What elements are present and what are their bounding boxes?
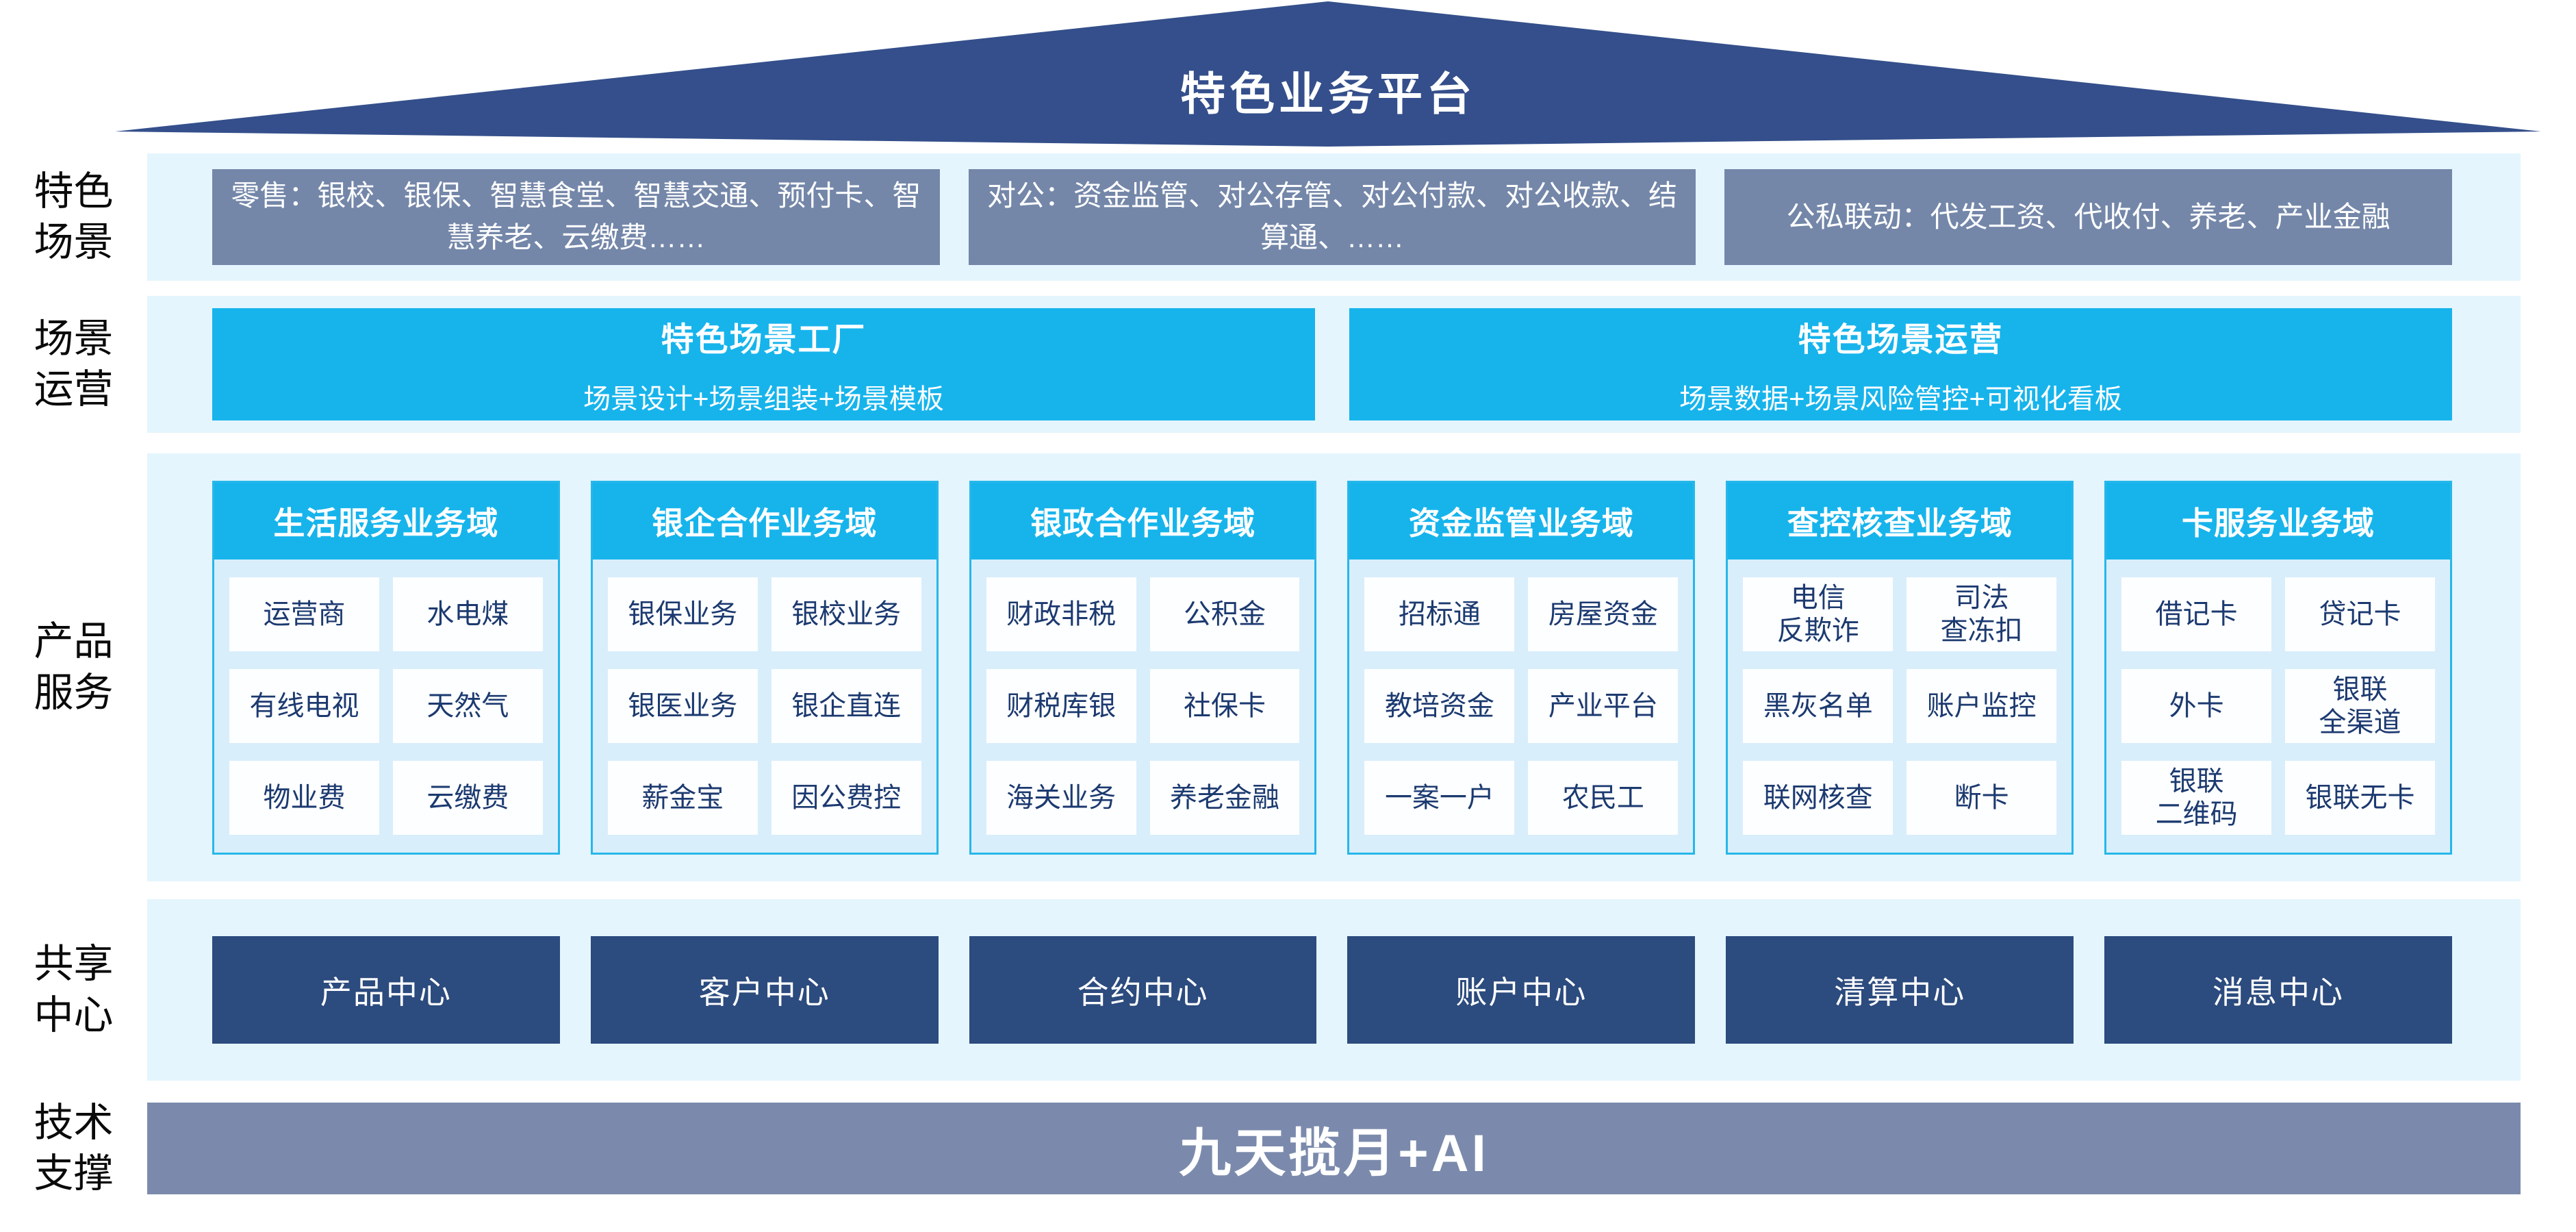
product-cell: 物业费: [229, 760, 379, 835]
product-cell: 海关业务: [986, 760, 1136, 835]
product-cell: 有线电视: [229, 668, 379, 743]
row-label-scenes: 特色场景: [0, 153, 147, 281]
product-cell: 银企直连: [771, 668, 921, 743]
row-shared: 共享中心 产品中心 客户中心 合约中心 账户中心 清算中心 消息中心: [0, 899, 2576, 1081]
product-cell: 银保业务: [607, 577, 758, 651]
center-box-clearing: 清算中心: [1726, 936, 2074, 1044]
operation-box-subtitle: 场景数据+场景风险管控+可视化看板: [1679, 384, 2122, 414]
domain-column-life-services: 生活服务业务域 运营商 水电煤 有线电视 天然气 物业费 云缴费: [212, 480, 560, 855]
product-cell: 银联 全渠道: [2285, 668, 2435, 743]
product-cell: 招标通: [1364, 577, 1515, 651]
row-scenes: 特色场景 零售：银校、银保、智慧食堂、智慧交通、预付卡、智慧养老、云缴费…… 对…: [0, 153, 2576, 281]
product-cell: 云缴费: [392, 760, 543, 835]
domain-header: 银企合作业务域: [592, 482, 936, 560]
product-cell: 银联 二维码: [2121, 760, 2272, 835]
product-cell: 房屋资金: [1528, 577, 1679, 651]
domain-header: 查控核查业务域: [1728, 482, 2072, 560]
operation-box-ops: 特色场景运营 场景数据+场景风险管控+可视化看板: [1349, 308, 2452, 420]
row-tech: 技术支撑 九天揽月+AI: [0, 1101, 2576, 1196]
domain-body: 运营商 水电煤 有线电视 天然气 物业费 云缴费: [214, 560, 558, 853]
operation-box-title: 特色场景工厂: [661, 322, 867, 358]
scene-box-corporate: 对公：资金监管、对公存管、对公付款、对公收款、结算通、……: [968, 169, 1696, 265]
domain-body: 电信 反欺诈 司法 查冻扣 黑灰名单 账户监控 联网核查 断卡: [1728, 560, 2071, 853]
domain-column-card-services: 卡服务业务域 借记卡 贷记卡 外卡 银联 全渠道 银联 二维码 银联无卡: [2104, 480, 2452, 855]
product-cell: 财政非税: [986, 577, 1136, 651]
domain-header: 生活服务业务域: [214, 482, 558, 560]
domain-header: 卡服务业务域: [2106, 482, 2450, 560]
scene-box-public-private: 公私联动：代发工资、代收付、养老、产业金融: [1724, 169, 2453, 265]
roof-shape: [115, 1, 2541, 147]
domain-column-fund-supervision: 资金监管业务域 招标通 房屋资金 教培资金 产业平台 一案一户 农民工: [1347, 480, 1696, 855]
center-box-message: 消息中心: [2104, 936, 2452, 1044]
row-label-scenes-text: 特色场景: [34, 168, 114, 264]
domain-body: 借记卡 贷记卡 外卡 银联 全渠道 银联 二维码 银联无卡: [2106, 560, 2450, 853]
product-cell: 账户监控: [1907, 668, 2057, 743]
product-cell: 薪金宝: [607, 760, 758, 835]
row-label-products-text: 产品服务: [34, 619, 114, 715]
domain-column-bank-government: 银政合作业务域 财政非税 公积金 财税库银 社保卡 海关业务 养老金融: [969, 480, 1317, 855]
center-box-account: 账户中心: [1347, 936, 1696, 1044]
row-label-shared: 共享中心: [0, 899, 147, 1081]
product-cell: 贷记卡: [2285, 577, 2435, 651]
product-cell: 黑灰名单: [1743, 668, 1893, 743]
product-cell: 公积金: [1149, 577, 1300, 651]
page-title: 特色业务平台: [1180, 68, 1476, 119]
domain-body: 招标通 房屋资金 教培资金 产业平台 一案一户 农民工: [1349, 560, 1693, 853]
operation-box-factory: 特色场景工厂 场景设计+场景组装+场景模板: [212, 308, 1315, 420]
row-label-shared-text: 共享中心: [34, 942, 114, 1038]
product-cell: 财税库银: [986, 668, 1136, 743]
product-cell: 司法 查冻扣: [1907, 577, 2057, 651]
row-shared-content: 产品中心 客户中心 合约中心 账户中心 清算中心 消息中心: [147, 899, 2521, 1081]
product-cell: 水电煤: [392, 577, 543, 651]
row-tech-content: 九天揽月+AI: [147, 1103, 2521, 1194]
product-cell: 因公费控: [771, 760, 921, 835]
row-label-products: 产品服务: [0, 453, 147, 881]
row-stack: 特色场景 零售：银校、银保、智慧食堂、智慧交通、预付卡、智慧养老、云缴费…… 对…: [0, 153, 2576, 1196]
product-cell: 外卡: [2121, 668, 2272, 743]
row-operation-content: 特色场景工厂 场景设计+场景组装+场景模板 特色场景运营 场景数据+场景风险管控…: [147, 296, 2521, 433]
product-cell: 断卡: [1907, 760, 2057, 835]
row-label-operation-text: 场景运营: [34, 316, 114, 412]
product-cell: 社保卡: [1149, 668, 1300, 743]
row-label-operation: 场景运营: [0, 296, 147, 433]
product-cell: 一案一户: [1364, 760, 1515, 835]
product-cell: 银医业务: [607, 668, 758, 743]
product-cell: 电信 反欺诈: [1743, 577, 1893, 651]
product-cell: 养老金融: [1149, 760, 1300, 835]
product-cell: 教培资金: [1364, 668, 1515, 743]
tech-banner: 九天揽月+AI: [147, 1103, 2521, 1194]
row-products: 产品服务 生活服务业务域 运营商 水电煤 有线电视 天然气 物业费 云缴费 银企…: [0, 453, 2576, 881]
operation-box-subtitle: 场景设计+场景组装+场景模板: [583, 384, 944, 414]
domain-column-inquiry-control: 查控核查业务域 电信 反欺诈 司法 查冻扣 黑灰名单 账户监控 联网核查 断卡: [1726, 480, 2074, 855]
row-label-tech: 技术支撑: [0, 1101, 147, 1196]
product-cell: 借记卡: [2121, 577, 2272, 651]
product-cell: 天然气: [392, 668, 543, 743]
domain-body: 银保业务 银校业务 银医业务 银企直连 薪金宝 因公费控: [593, 560, 936, 853]
domain-header: 资金监管业务域: [1349, 482, 1694, 560]
scene-box-retail: 零售：银校、银保、智慧食堂、智慧交通、预付卡、智慧养老、云缴费……: [212, 169, 940, 265]
row-products-content: 生活服务业务域 运营商 水电煤 有线电视 天然气 物业费 云缴费 银企合作业务域…: [147, 453, 2521, 881]
product-cell: 产业平台: [1528, 668, 1679, 743]
center-box-contract: 合约中心: [969, 936, 1317, 1044]
product-cell: 联网核查: [1743, 760, 1893, 835]
product-cell: 银校业务: [771, 577, 921, 651]
product-cell: 运营商: [229, 577, 379, 651]
product-cell: 银联无卡: [2285, 760, 2435, 835]
row-label-tech-text: 技术支撑: [34, 1100, 114, 1196]
roof-banner: 特色业务平台: [115, 0, 2541, 148]
row-scenes-content: 零售：银校、银保、智慧食堂、智慧交通、预付卡、智慧养老、云缴费…… 对公：资金监…: [147, 153, 2521, 281]
domain-body: 财政非税 公积金 财税库银 社保卡 海关业务 养老金融: [971, 560, 1315, 853]
operation-box-title: 特色场景运营: [1798, 322, 2004, 358]
center-box-product: 产品中心: [212, 936, 560, 1044]
domain-column-bank-enterprise: 银企合作业务域 银保业务 银校业务 银医业务 银企直连 薪金宝 因公费控: [590, 480, 939, 855]
row-operation: 场景运营 特色场景工厂 场景设计+场景组装+场景模板 特色场景运营 场景数据+场…: [0, 296, 2576, 433]
product-cell: 农民工: [1528, 760, 1679, 835]
center-box-customer: 客户中心: [590, 936, 939, 1044]
domain-header: 银政合作业务域: [971, 482, 1315, 560]
